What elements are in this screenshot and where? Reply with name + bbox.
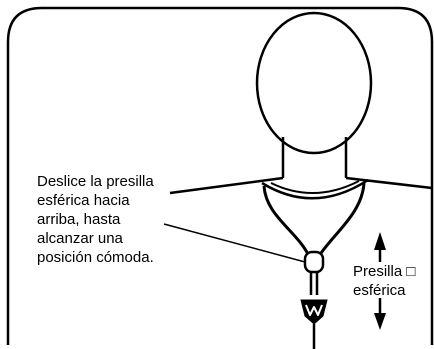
ball-clip [303,250,325,274]
instruction-line-1: Deslice la presilla [37,173,154,190]
instruction-line-5: posición cómoda. [37,249,154,266]
instruction-line-3: arriba, hasta [37,211,121,228]
instruction-text: Deslice la presilla esférica hacia arrib… [37,172,154,267]
arrow-down-icon [374,298,386,330]
shoulder-left [169,176,284,195]
instruction-line-2: esférica hacia [37,192,130,209]
clip-label-line-2: esférica [353,282,406,299]
w-logo-pendant-icon [300,299,328,325]
clip-label-line-1: Presilla □ [353,263,416,280]
collar-outer [261,178,369,200]
shoulder-right [345,176,433,190]
lanyard-cord-lower [309,270,319,295]
neck-outline [281,137,348,178]
lanyard-cord-left [262,185,311,257]
collar-inner [270,180,360,194]
panel-border [6,6,434,345]
lanyard-cord-right [317,182,366,257]
leader-line [163,223,306,263]
instruction-line-4: alcanzar una [37,230,123,247]
ball-clip-label: Presilla □ esférica [353,262,415,300]
head-outline [255,11,373,155]
arrow-up-icon [374,232,386,262]
